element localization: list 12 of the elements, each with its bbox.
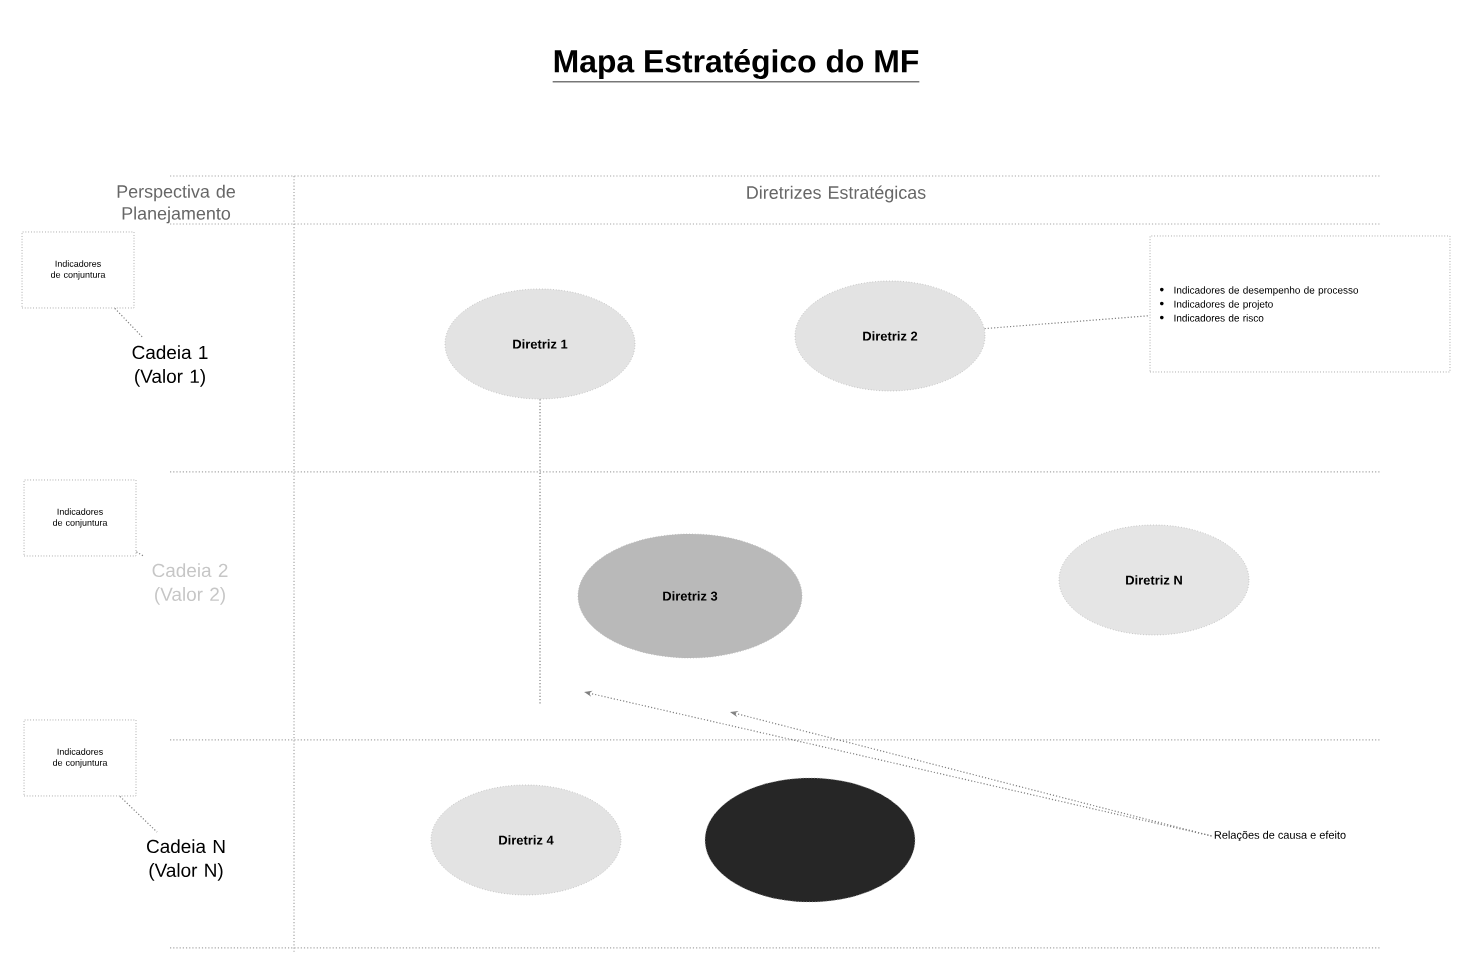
directive-ellipse (704, 777, 916, 903)
leader-line (114, 307, 144, 339)
row-label: Cadeia 1 (Valor 1) (132, 345, 208, 387)
row-label: Cadeia 2 (Valor 2) (152, 563, 228, 605)
leader-line (983, 315, 1151, 330)
column-header: Perspectiva de Planejamento (117, 184, 235, 224)
column-header: Diretrizes Estratégicas (747, 185, 926, 203)
title: Mapa Estratégico do MF (552, 48, 920, 83)
leader-line (135, 551, 145, 557)
leader-line (539, 398, 541, 705)
leader-line (119, 795, 158, 833)
row-label: Cadeia N (Valor N) (147, 839, 225, 881)
